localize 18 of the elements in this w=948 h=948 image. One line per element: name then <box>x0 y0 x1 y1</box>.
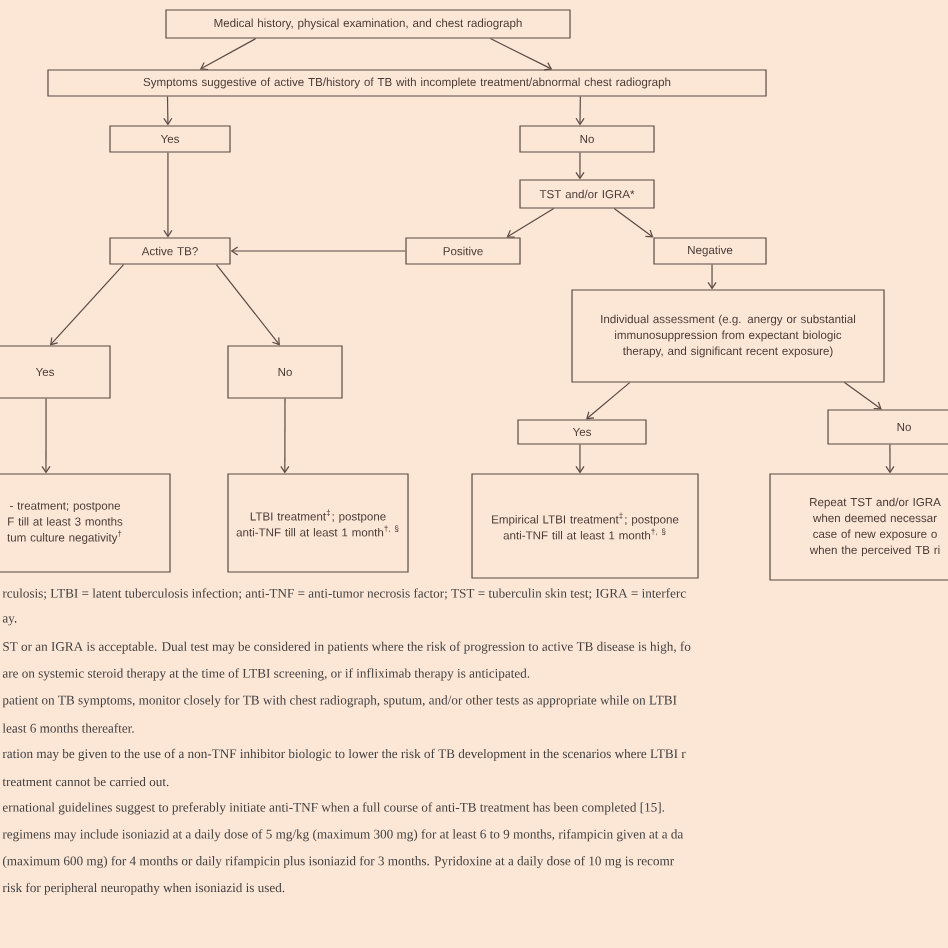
arrow <box>613 208 654 238</box>
arrow <box>575 152 585 180</box>
arrow <box>586 382 631 420</box>
arrow <box>506 208 555 238</box>
arrow <box>707 264 717 290</box>
arrow <box>230 246 406 256</box>
arrow <box>163 152 173 238</box>
arrow <box>575 96 585 126</box>
arrow <box>280 398 290 474</box>
arrow <box>199 38 257 71</box>
arrow <box>575 444 585 474</box>
arrow <box>843 382 882 410</box>
arrow <box>41 398 51 474</box>
arrow <box>50 264 125 346</box>
arrow <box>885 444 895 474</box>
arrow <box>163 96 173 126</box>
arrow <box>215 264 280 346</box>
arrow <box>489 38 553 71</box>
